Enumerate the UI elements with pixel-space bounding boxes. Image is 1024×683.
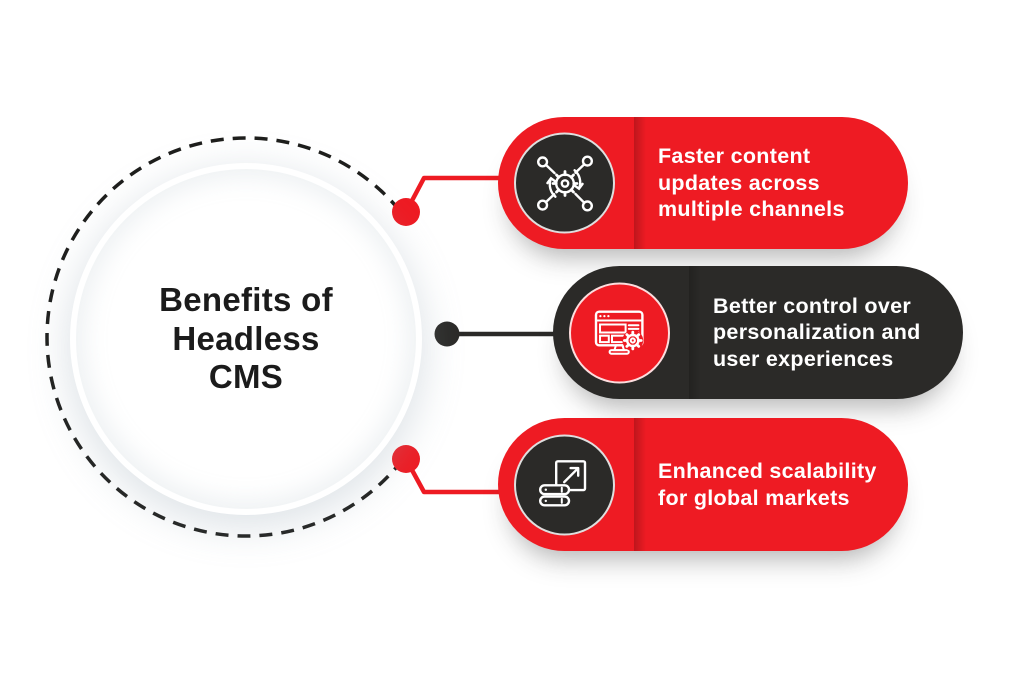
benefit-card-faster-content: Faster content updates across multiple c… (498, 117, 908, 249)
benefit-icon-circle (514, 132, 615, 234)
infographic-title: Benefits of Headless CMS (159, 280, 333, 396)
connector-dot-middle (434, 321, 460, 347)
benefit-label: Enhanced scalability for global markets (658, 458, 877, 510)
center-circle: Benefits of Headless CMS (76, 169, 416, 509)
connector-dot-top (392, 198, 420, 226)
benefit-icon-circle (514, 434, 615, 535)
benefit-label: Faster content updates across multiple c… (658, 144, 845, 222)
browser-gear-icon (594, 310, 644, 355)
benefit-icon-circle (569, 282, 670, 383)
benefit-label: Better control over personalization and … (713, 293, 921, 371)
benefit-card-scalability: Enhanced scalability for global markets (498, 418, 908, 551)
connector-dot-bottom (392, 445, 420, 473)
card-divider (634, 117, 646, 249)
card-divider (634, 418, 646, 551)
network-gear-icon (536, 155, 593, 211)
card-divider (689, 266, 701, 399)
benefit-card-personalization: Better control over personalization and … (553, 266, 963, 399)
scale-arrow-server-icon (538, 460, 586, 507)
